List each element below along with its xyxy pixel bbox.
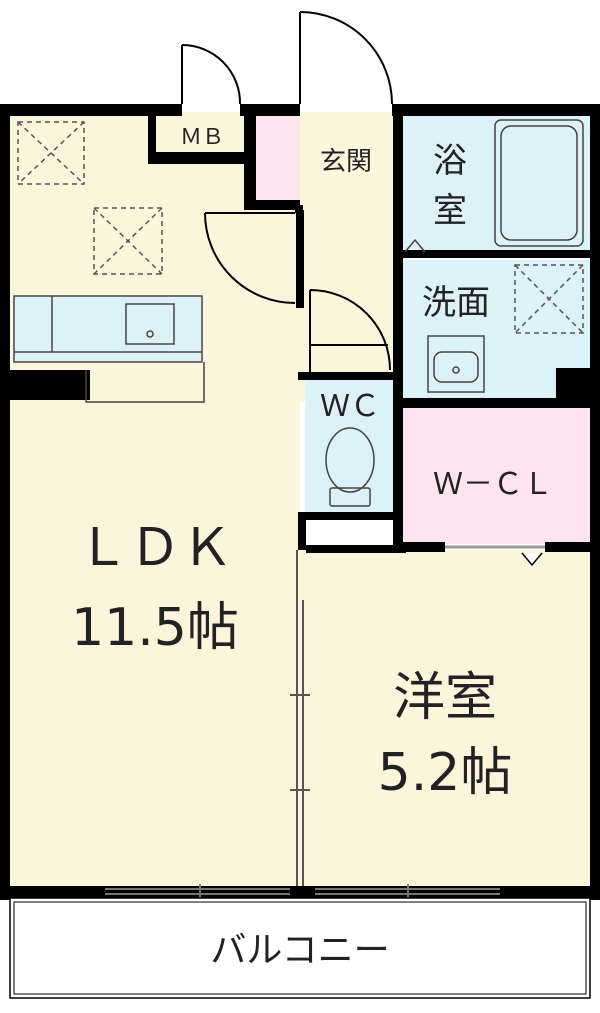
bath-step-mark: [404, 238, 426, 253]
bath-label-line2: 室: [433, 191, 467, 231]
sliding-partition: [290, 550, 310, 886]
hallway-floor: [300, 112, 400, 402]
wc-label: ＷＣ: [320, 389, 380, 424]
bottom-windows: [105, 884, 500, 898]
balcony-label: バルコニー: [210, 930, 389, 971]
closet-hanger-mark: [521, 552, 543, 567]
mb-door: [181, 44, 242, 105]
entrance-step-floor: [255, 112, 300, 202]
meter-box-label: ＭＢ: [180, 125, 224, 150]
ldk-door: [204, 212, 296, 304]
bedroom-floor: [300, 550, 592, 890]
walk-in-closet-label: Ｗ－ＣＬ: [433, 467, 553, 502]
entrance-label: 玄関: [320, 147, 372, 177]
bathtub-icon: [494, 119, 584, 247]
ventilation-fan-icon: [514, 264, 584, 334]
bedroom-name-label: 洋室: [393, 668, 497, 728]
hall-door: [309, 289, 391, 372]
ldk-floor: [8, 112, 300, 890]
bedroom-size-label: 5.2帖: [378, 743, 513, 803]
toilet-icon: [325, 427, 375, 507]
kitchen-sink-icon: [13, 295, 205, 403]
balcony: [9, 897, 591, 999]
ventilation-fan-icon: [93, 207, 163, 275]
ventilation-fan-icon: [17, 121, 85, 185]
washroom-label: 洗面: [422, 283, 490, 323]
wash-basin-icon: [427, 335, 485, 393]
ldk-size-label: 11.5帖: [71, 598, 239, 658]
walk-in-closet-floor: [403, 407, 590, 544]
front-door: [299, 11, 393, 105]
ldk-name-label: ＬＤＫ: [77, 518, 233, 578]
bath-floor: [400, 112, 592, 252]
bath-label-line1: 浴: [433, 141, 467, 181]
